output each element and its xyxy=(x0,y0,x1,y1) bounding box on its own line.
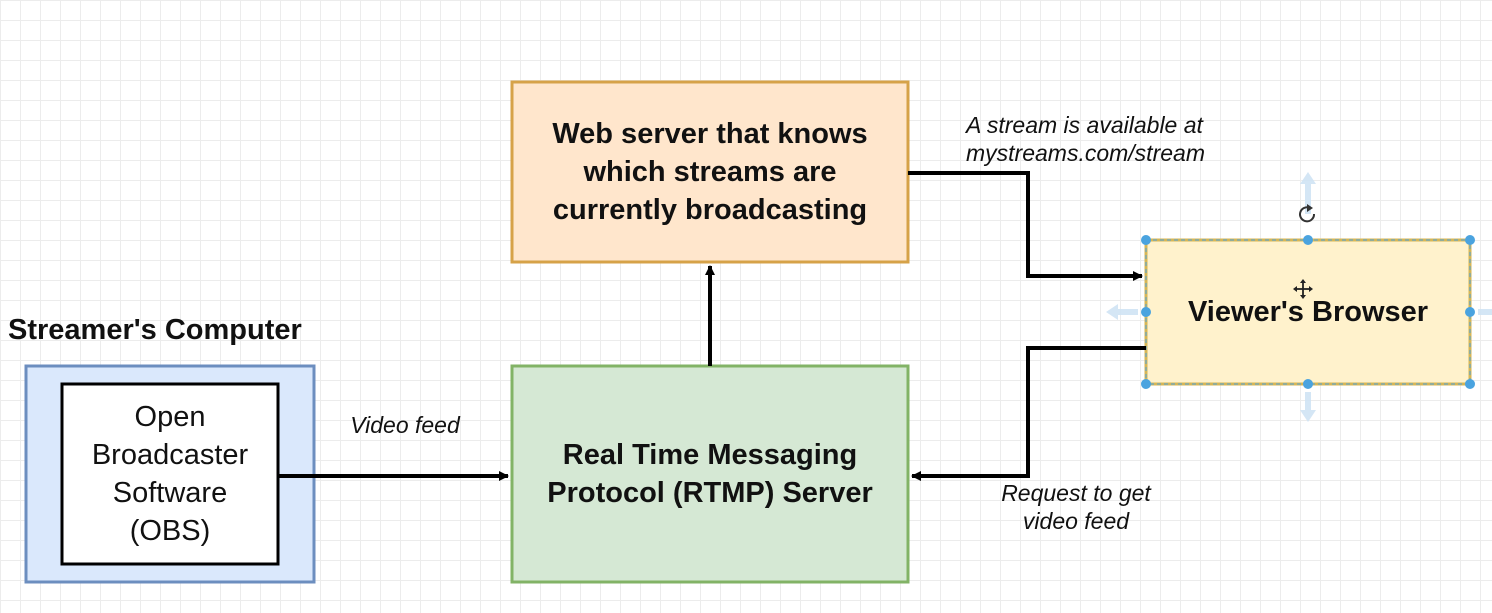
rotate-icon[interactable] xyxy=(1299,204,1316,223)
resize-handle-e[interactable] xyxy=(1465,307,1475,317)
rtmp-server-box[interactable] xyxy=(510,364,910,584)
resize-handle-s[interactable] xyxy=(1303,379,1313,389)
resize-handle-nw[interactable] xyxy=(1141,235,1151,245)
edge-label-video-feed: Video feed xyxy=(350,412,460,438)
resize-handle-w[interactable] xyxy=(1141,307,1151,317)
connect-arrow-right-icon[interactable] xyxy=(1478,309,1492,315)
resize-handle-se[interactable] xyxy=(1465,379,1475,389)
web-server-box[interactable] xyxy=(510,80,910,264)
edge-browser-to-rtmp[interactable] xyxy=(911,346,1146,481)
streamers-computer-label: Streamer's Computer xyxy=(8,314,302,346)
connect-arrow-down-icon[interactable] xyxy=(1300,392,1316,422)
move-cursor-icon xyxy=(1293,279,1313,299)
viewers-browser-box[interactable] xyxy=(1144,238,1472,386)
connection-arrows xyxy=(1106,172,1492,422)
connect-arrow-up-icon[interactable] xyxy=(1300,172,1316,214)
edge-web-server-to-browser[interactable] xyxy=(908,171,1143,281)
edge-label-stream-available: A stream is available at mystreams.com/s… xyxy=(966,112,1205,166)
resize-handle-n[interactable] xyxy=(1303,235,1313,245)
edge-label-request-video-feed: Request to get video feed xyxy=(1001,480,1151,534)
selection-handles xyxy=(1141,235,1475,389)
connect-arrow-left-icon[interactable] xyxy=(1106,304,1138,320)
resize-handle-ne[interactable] xyxy=(1465,235,1475,245)
obs-box[interactable] xyxy=(60,382,280,566)
resize-handle-sw[interactable] xyxy=(1141,379,1151,389)
